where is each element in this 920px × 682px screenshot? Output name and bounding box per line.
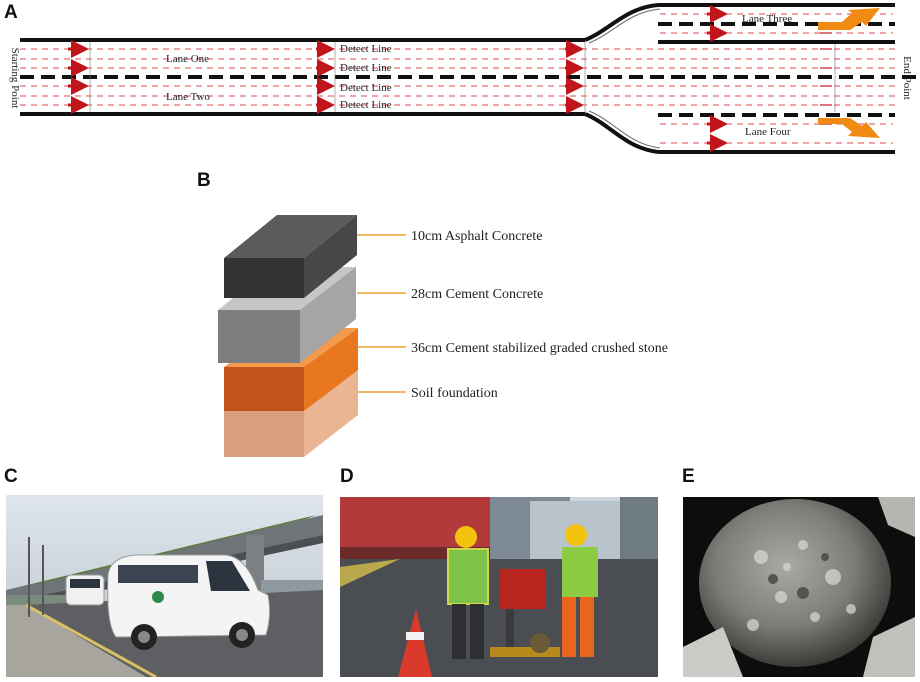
start-point-label: Starting Point [9, 48, 21, 109]
detect-line-label: Detect Line [340, 99, 392, 111]
lane-two-label: Lane Two [166, 91, 210, 103]
road-lane-diagram: Lane One Lane Two Lane Three Lane Four D… [9, 3, 920, 154]
lower-road [658, 113, 895, 154]
panel-label-a: A [4, 2, 18, 23]
lane-four-label: Lane Four [745, 126, 791, 138]
photo-core-sample [683, 497, 915, 677]
panel-label-d: D [340, 466, 354, 487]
detect-line-label: Detect Line [340, 82, 392, 94]
panel-label-c: C [4, 466, 18, 487]
lane-three-label: Lane Three [742, 13, 792, 25]
vehicle-arrows [68, 5, 728, 152]
layer-label-crushed-stone: 36cm Cement stabilized graded crushed st… [411, 341, 668, 356]
panel-label-e: E [682, 466, 695, 487]
road-split [584, 3, 661, 154]
merge-arrow-icon [818, 8, 880, 30]
layer-label-asphalt: 10cm Asphalt Concrete [411, 229, 542, 244]
merge-arrow-icon [818, 118, 880, 138]
main-road [20, 38, 920, 116]
lane-one-label: Lane One [166, 53, 209, 65]
thin-end-arrows [820, 32, 832, 125]
asphalt-concrete-block [224, 215, 357, 298]
detect-line-label: Detect Line [340, 62, 392, 74]
photo-inspection-vehicle [6, 495, 323, 677]
panel-label-b: B [197, 170, 211, 191]
layer-label-cement: 28cm Cement Concrete [411, 287, 543, 302]
pavement-structure-diagram: 10cm Asphalt Concrete 28cm Cement Concre… [218, 215, 668, 457]
end-point-label: End Point [901, 56, 913, 100]
detect-line-label: Detect Line [340, 43, 392, 55]
photo-core-drilling [340, 497, 658, 677]
layer-label-soil: Soil foundation [411, 386, 498, 401]
